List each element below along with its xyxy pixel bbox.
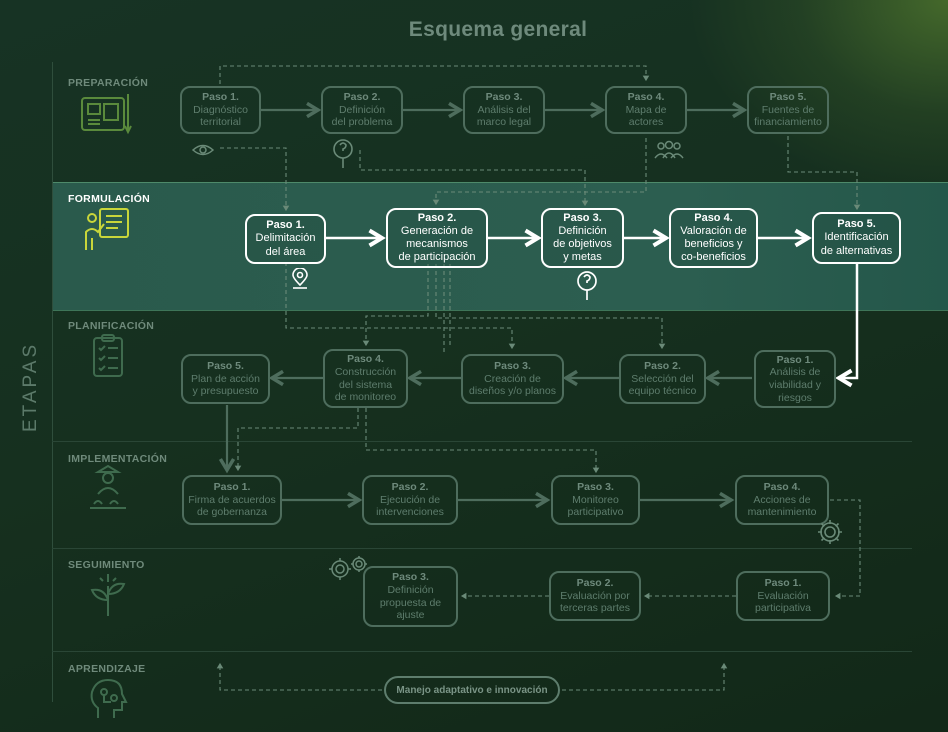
step-box-planificacion-5: Paso 5. Plan de acción y presupuesto xyxy=(181,354,270,404)
checklist-icon xyxy=(93,334,123,377)
stage-label-implementacion: IMPLEMENTACIÓN xyxy=(68,453,168,465)
page-title: Esquema general xyxy=(408,18,588,41)
stage-label-seguimiento: SEGUIMIENTO xyxy=(68,559,145,571)
step-box-preparacion-4: Paso 4. Mapa de actores xyxy=(605,86,687,134)
step-number: Paso 4. xyxy=(694,211,733,224)
step-box-formulacion-4: Paso 4. Valoración de beneficios y co-be… xyxy=(669,208,758,268)
stage-label-preparacion: PREPARACIÓN xyxy=(68,77,149,89)
step-box-preparacion-2: Paso 2. Definición del problema xyxy=(321,86,403,134)
step-box-planificacion-3: Paso 3. Creación de diseños y/o planos xyxy=(461,354,564,404)
step-text: Definición propuesta de ajuste xyxy=(379,583,442,622)
step-text: Análisis del marco legal xyxy=(476,103,532,129)
people-group-icon xyxy=(654,140,684,159)
presenter-board-icon xyxy=(85,208,129,250)
step-text: Delimitación del área xyxy=(255,232,316,258)
step-box-implementacion-4: Paso 4. Acciones de mantenimiento xyxy=(735,475,829,525)
step-text: Diagnóstico territorial xyxy=(193,103,248,129)
step-text: Evaluación participativa xyxy=(754,589,812,615)
step-box-implementacion-1: Paso 1. Firma de acuerdos de gobernanza xyxy=(182,475,282,525)
eye-icon xyxy=(192,144,214,156)
stage-label-formulacion: FORMULACIÓN xyxy=(68,193,151,205)
stage-separator xyxy=(52,441,912,442)
step-number: Paso 2. xyxy=(644,360,681,373)
step-text: Análisis de viabilidad y riesgos xyxy=(769,366,821,404)
step-number: Paso 3. xyxy=(485,91,523,104)
step-number: Paso 3. xyxy=(563,211,602,224)
step-text: Selección del equipo técnico xyxy=(628,372,697,398)
step-text: Identificación de alternativas xyxy=(820,231,893,257)
step-number: Paso 5. xyxy=(207,360,244,373)
step-number: Paso 2. xyxy=(576,577,614,590)
step-text: Mapa de actores xyxy=(625,103,667,129)
step-number: Paso 4. xyxy=(763,481,801,494)
step-number: Paso 1. xyxy=(764,577,802,590)
adaptive-management-pill: Manejo adaptativo e innovación xyxy=(384,676,560,704)
step-box-seguimiento-1: Paso 1. Evaluación participativa xyxy=(736,571,830,621)
step-box-formulacion-2: Paso 2. Generación de mecanismos de part… xyxy=(386,208,488,268)
stage-divider-vertical xyxy=(52,62,53,702)
step-text: Construcción del sistema de monitoreo xyxy=(334,365,397,404)
step-box-implementacion-2: Paso 2. Ejecución de intervenciones xyxy=(362,475,458,525)
step-box-seguimiento-3: Paso 3. Definición propuesta de ajuste xyxy=(363,566,458,627)
step-box-planificacion-2: Paso 2. Selección del equipo técnico xyxy=(619,354,706,404)
step-box-preparacion-3: Paso 3. Análisis del marco legal xyxy=(463,86,545,134)
step-box-preparacion-5: Paso 5. Fuentes de financiamiento xyxy=(747,86,829,134)
magnifier-question-icon xyxy=(333,139,353,168)
step-number: Paso 1. xyxy=(213,481,251,494)
step-number: Paso 1. xyxy=(266,219,305,232)
blueprint-icon xyxy=(81,94,132,135)
step-number: Paso 3. xyxy=(577,481,614,494)
step-number: Paso 2. xyxy=(391,481,429,494)
step-text: Acciones de mantenimiento xyxy=(747,493,817,519)
stage-label-planificacion: PLANIFICACIÓN xyxy=(68,320,155,332)
step-text: Definición del problema xyxy=(331,103,393,129)
stage-label-aprendizaje: APRENDIZAJE xyxy=(68,663,146,675)
step-box-implementacion-3: Paso 3. Monitoreo participativo xyxy=(551,475,640,525)
seedling-icon xyxy=(90,574,126,616)
head-circuit-icon xyxy=(90,678,128,718)
step-text: Evaluación por terceras partes xyxy=(559,589,631,615)
step-text: Ejecución de intervenciones xyxy=(376,493,444,519)
step-box-formulacion-5: Paso 5. Identificación de alternativas xyxy=(812,212,901,264)
step-text: Monitoreo participativo xyxy=(567,493,624,519)
step-number: Paso 2. xyxy=(417,211,457,224)
step-text: Definición de objetivos y metas xyxy=(553,224,612,264)
farmer-icon xyxy=(90,464,126,509)
gear-icon xyxy=(818,520,842,544)
step-box-seguimiento-2: Paso 2. Evaluación por terceras partes xyxy=(549,571,641,621)
step-number: Paso 5. xyxy=(769,91,807,104)
location-pin-icon xyxy=(292,268,308,289)
step-number: Paso 4. xyxy=(347,353,384,366)
step-box-planificacion-4: Paso 4. Construcción del sistema de moni… xyxy=(323,349,408,408)
step-number: Paso 1. xyxy=(776,353,814,366)
step-number: Paso 3. xyxy=(392,571,429,584)
step-box-formulacion-1: Paso 1. Delimitación del área xyxy=(245,214,326,264)
step-text: Firma de acuerdos de gobernanza xyxy=(188,493,276,519)
gears-icon xyxy=(329,556,367,580)
step-text: Creación de diseños y/o planos xyxy=(469,372,556,398)
step-box-planificacion-1: Paso 1. Análisis de viabilidad y riesgos xyxy=(754,350,836,408)
step-box-preparacion-1: Paso 1. Diagnóstico territorial xyxy=(180,86,261,134)
step-text: Plan de acción y presupuesto xyxy=(191,372,260,398)
step-number: Paso 3. xyxy=(494,360,531,373)
magnifier-question-icon-active xyxy=(577,271,597,300)
step-number: Paso 1. xyxy=(202,91,239,104)
step-box-formulacion-3: Paso 3. Definición de objetivos y metas xyxy=(541,208,624,268)
step-text: Valoración de beneficios y co-beneficios xyxy=(680,224,747,264)
stage-separator xyxy=(52,651,912,652)
step-number: Paso 2. xyxy=(343,91,381,104)
stage-separator xyxy=(52,548,912,549)
step-text: Generación de mecanismos de participació… xyxy=(398,224,476,264)
step-text: Fuentes de financiamiento xyxy=(754,103,822,129)
step-number: Paso 4. xyxy=(627,91,665,104)
step-number: Paso 5. xyxy=(837,218,876,231)
